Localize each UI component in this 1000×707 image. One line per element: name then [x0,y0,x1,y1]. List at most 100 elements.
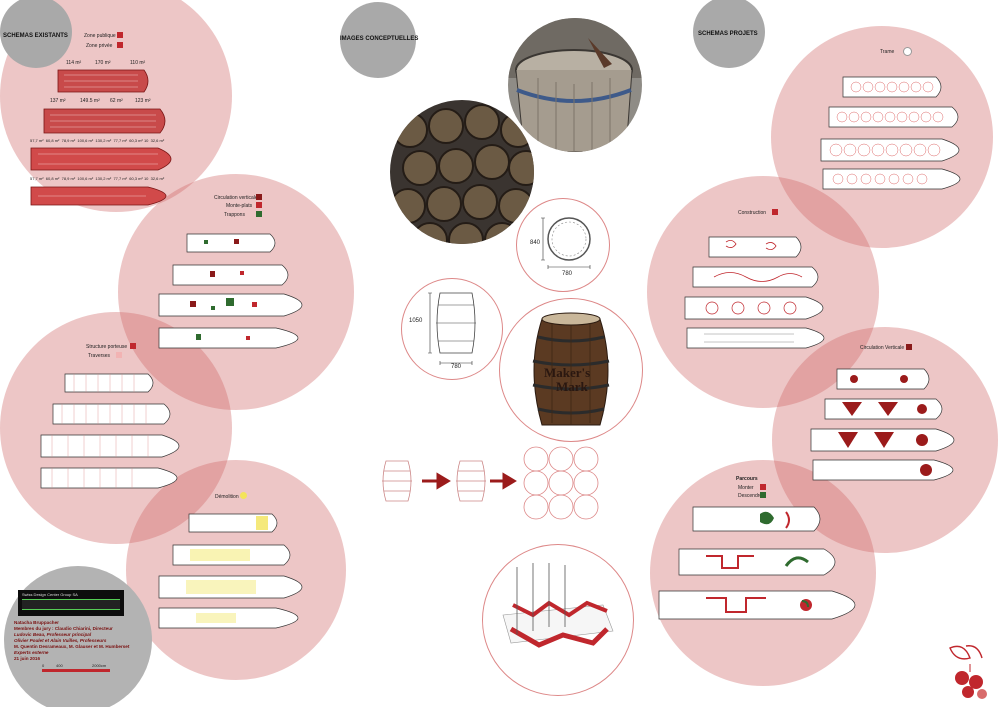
legend-demolition-swatch [240,492,247,499]
area-row3-a: 57,7 m² [30,138,44,143]
area-row2-b: 149.5 m² [80,98,100,104]
ship-circulation-deck4 [158,327,299,349]
scale-bar [42,669,110,672]
credit-date: 21 juin 2016 [14,656,41,661]
ship-zones-deck3 [30,147,172,171]
legend-public: Zone publique [84,33,116,39]
area-row4-f: 77,7 m² [113,176,128,181]
barrel-brand-line1: Maker's [544,365,591,380]
barrel-photo-circle: Maker's Mark [499,298,643,442]
ship-zones-deck1 [57,69,149,93]
header-concept: IMAGES CONCEPTUELLES [340,36,419,42]
ship-demolition-deck2 [172,544,291,566]
scale-label-0: 0 [42,663,45,668]
ship-vertical-deck3 [810,428,955,452]
ship-demolition-deck1 [188,513,278,533]
stair-axonometric-circle [482,544,634,696]
credits-circle [4,566,152,707]
legend-up-swatch [760,484,766,490]
ship-structure-deck4 [40,467,178,489]
header-circle-concept [340,2,416,78]
area-row4-e: 130,2 m² [95,176,112,181]
ring-grid [523,446,599,520]
ship-route-deck1 [692,506,821,532]
area-row4-g: 60,3 m² [129,176,143,181]
area-row3-d: 100,6 m² [77,138,94,143]
area-row3-f: 77,7 m² [113,138,128,143]
barrel-top-view-circle [516,198,610,292]
grape-logo [949,645,987,699]
legend-crossbeam: Traverses [88,353,111,359]
bubble-structure [0,312,232,544]
legend-vertical: Circulation Verticale [860,345,905,351]
bubble-frame [771,26,993,248]
legend-private-swatch [117,42,123,48]
barrel-side-view-circle [401,278,503,380]
ship-route-deck2 [678,548,836,576]
top-view-width-label: 780 [562,271,573,277]
ship-vertical-deck2 [824,398,943,420]
area-row1-c: 110 m² [130,60,146,66]
area-row3: 57,7 m² 60,8 m² 78,9 m² 100,6 m² 130,2 m… [30,138,164,143]
credits-block: Natacha Bruppacher Membres du jury : Cla… [14,620,129,662]
credit-author: Natacha Bruppacher [14,620,59,625]
area-row3-g: 60,3 m² [129,138,143,143]
ship-frame-deck4 [822,168,961,190]
ship-structure-deck1 [64,373,154,393]
ship-frame-deck2 [828,106,959,128]
side-view-width-label: 780 [451,364,462,370]
legend-demolition: Démolition [215,494,239,500]
header-circle-projects [693,0,765,68]
area-row1-a: 114 m² [66,60,82,66]
school-logo-band [22,599,120,610]
bubble-demolition [126,460,346,680]
barrel-build-photo [508,18,642,152]
legend-up: Monter [738,485,754,491]
area-row3-e: 130,2 m² [95,138,112,143]
ship-vertical-deck1 [836,368,930,390]
ship-circulation-deck3 [158,293,303,317]
ship-circulation-deck2 [172,264,289,286]
ship-structure-deck2 [52,403,171,425]
ship-frame-deck1 [842,76,942,98]
area-row3-i: 32,6 m² [150,138,165,143]
arrow-2 [490,472,517,490]
legend-structure: Structure porteuse [86,344,128,350]
area-row4-h: 10 [143,176,149,181]
legend-circulation: Circulation verticale [214,195,258,201]
arrow-1 [422,472,451,490]
ship-frame-deck3 [820,138,960,162]
legend-vertical-swatch [906,344,912,350]
legend-private: Zone privée [86,43,113,49]
legend-structure-swatch [130,343,136,349]
ship-route-deck3 [658,590,856,620]
ship-demolition-deck4 [158,607,299,629]
area-row1-b: 170 m² [95,60,111,66]
legend-construction-swatch [772,209,778,215]
legend-route: Parcours [736,476,758,482]
header-circle-existing [0,0,72,68]
side-view-height-label: 1050 [409,318,423,324]
barrel-stack-photo [390,100,534,244]
legend-construction: Construction [738,210,767,216]
legend-circulation-swatch [256,194,262,200]
school-logo: Swiss Design Center Group SA [18,590,124,616]
scale-label-400: 400 [56,663,63,668]
area-row4-c: 78,9 m² [61,176,76,181]
area-row3-c: 78,9 m² [61,138,76,143]
legend-hatch-swatch [256,211,262,217]
legend-lift: Monte-plats [226,203,253,209]
credit-experts1: M. Quentin Desrameaux, M. Glauser et M. … [14,644,130,649]
barrel-icon-b [456,460,486,502]
bubble-circulation [118,174,354,410]
ship-zones-deck4 [30,186,167,206]
area-row2-d: 123 m² [135,98,151,104]
legend-down-swatch [760,492,766,498]
area-row2-c: 62 m² [110,98,123,104]
ship-construction-deck3 [684,296,824,320]
legend-down: Descendre [738,493,763,499]
credit-prof1: Ludovic Beau, Professeur principal [14,632,92,637]
barrel-brand-line2: Mark [556,379,588,394]
ship-zones-deck2 [43,108,166,134]
